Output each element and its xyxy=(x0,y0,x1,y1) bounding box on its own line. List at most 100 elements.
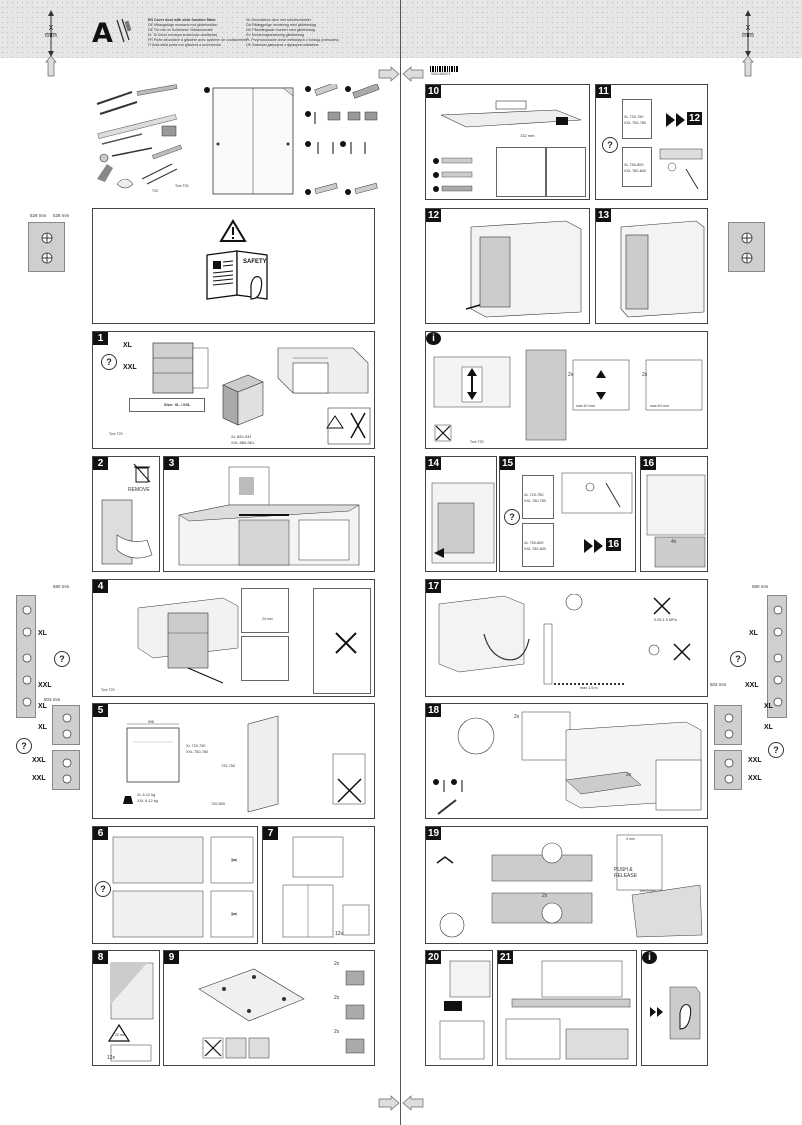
count-2x-k: 2x xyxy=(542,893,548,899)
side-bracket-xxl-left xyxy=(52,750,80,790)
dim-22: 22 mm xyxy=(115,1033,126,1037)
side-bracket-xxl-right xyxy=(714,750,742,790)
weight-xxl: XXL 6-12 kg xyxy=(137,799,158,803)
safety-label: SAFETY xyxy=(243,259,267,265)
step-number: 17 xyxy=(426,580,441,593)
lang-line: DA Pålæggelige montering med glidebeslag xyxy=(246,23,316,27)
dim-528-right: 528 mm xyxy=(53,213,70,218)
side-rail-left xyxy=(16,595,36,718)
step-1-panel: 1 ? XL XXL Size: XL / XXL XL 820-931 XXL… xyxy=(92,331,375,449)
lang-line: PL Przymocowanie drzwi meblowych z funkc… xyxy=(246,38,339,42)
step-number: 21 xyxy=(498,951,513,964)
xl-range-a: XL 720-750 xyxy=(186,744,206,748)
appliance-3d xyxy=(222,374,264,426)
xxl-right-1: XXL xyxy=(745,682,759,689)
hinge-adjust-2 xyxy=(561,472,633,514)
count-2x-g: 2x xyxy=(568,372,574,378)
adjust-detail-illustration xyxy=(525,349,703,441)
template-mount-illustration xyxy=(282,836,370,938)
cabinet-d xyxy=(522,523,554,567)
hinge-icon xyxy=(62,758,72,784)
step-number: 12 xyxy=(426,209,441,222)
svg-text:✂: ✂ xyxy=(231,856,238,865)
cabinet-c xyxy=(522,475,554,519)
step-number: 20 xyxy=(426,951,441,964)
count-2x-h: 2x xyxy=(642,372,648,378)
strip-install-illustration xyxy=(436,834,703,938)
lang-line: DE Tür-mit-rm Schiebetor Gleitautomatik xyxy=(148,28,213,32)
max-8-a: max 8.0 mm xyxy=(576,404,596,408)
hinge-icon xyxy=(741,232,753,264)
xxl-range-f: XXL 780-840 xyxy=(524,547,547,551)
count-2x-c: 2x xyxy=(334,995,340,1001)
question-circle-icon: ? xyxy=(504,509,520,525)
remove-film-illustration xyxy=(101,499,153,565)
step-15-panel: 15 ? XL 720-750 XXL 750-780 XL 750-800 X… xyxy=(499,456,636,572)
info-icon: i xyxy=(426,332,441,345)
hinge-icon xyxy=(724,758,734,784)
step-number: 5 xyxy=(93,704,108,717)
xl-range-f: XL 750-800 xyxy=(524,541,544,545)
step-13-panel: 13 xyxy=(595,208,708,324)
cabinet-a xyxy=(622,99,652,139)
torx-label-1: Torx T20 xyxy=(175,184,189,188)
adjust-height-illustration xyxy=(433,356,511,408)
x-label-left: X xyxy=(48,25,54,32)
step-number: 6 xyxy=(93,827,108,840)
side-bracket-diagram-top-right xyxy=(728,222,765,272)
step-number: 4 xyxy=(93,580,108,593)
question-circle-icon: ? xyxy=(16,738,32,754)
lang-list-1: EN Cover door with slide function fitted… xyxy=(148,18,247,48)
install-appliance-illustration xyxy=(137,597,239,684)
xxl-size-range: XXL 860-961 xyxy=(231,440,255,445)
count-4x: 4x xyxy=(671,539,677,545)
question-circle-icon: ? xyxy=(602,137,618,153)
side-rail-right xyxy=(767,595,787,718)
xl-label: XL xyxy=(123,342,132,349)
lang-line: UK Зовнішні дверцята з функцією ковзання xyxy=(246,43,319,47)
step-2-panel: 2 REMOVE xyxy=(92,456,160,572)
goto-step-12[interactable]: 12 xyxy=(687,112,702,125)
plinth-strip-illustration xyxy=(505,960,631,1060)
height-arrow-left xyxy=(45,10,57,77)
push-appliance-illustration xyxy=(431,482,495,564)
dim-4mm: 4 mm xyxy=(626,837,635,841)
size-tag-label: Size: XL / XXL xyxy=(164,402,191,407)
safety-panel: SAFETY xyxy=(92,208,375,324)
count-12x-b: 12x xyxy=(107,1055,116,1061)
height-arrow-right xyxy=(742,10,754,77)
measure-door-illustration xyxy=(440,100,582,128)
lang-line: NO Påsettingsdør montert med glidebeslag xyxy=(246,28,315,32)
step-number: 13 xyxy=(596,209,611,222)
side-bracket-xl-right xyxy=(714,705,742,745)
lang-line: EN Cover door with slide function fitted xyxy=(148,18,216,22)
rail-holes xyxy=(773,605,783,707)
dim-720-750: 720-750 xyxy=(221,764,235,768)
fix-appliance-illustration xyxy=(457,711,702,811)
step-16-panel: 16 4x xyxy=(640,456,708,572)
xxl-range-a: XXL 750-780 xyxy=(186,750,209,754)
parts-list xyxy=(305,84,380,195)
step-number: 10 xyxy=(426,85,441,98)
dishwasher-illustration xyxy=(152,342,209,394)
xl-size-range: XL 820-931 xyxy=(231,434,252,439)
question-circle-icon: ? xyxy=(768,742,784,758)
weight-xl: XL 6-12 kg xyxy=(137,793,156,797)
xl-left-2: XL xyxy=(38,703,47,710)
step-number: 3 xyxy=(164,457,179,470)
count-2x-j: 2x xyxy=(626,772,632,778)
dim-132: 132 mm xyxy=(520,133,535,138)
goto-step-16[interactable]: 16 xyxy=(606,538,621,551)
dim-528-left: 528 mm xyxy=(30,213,47,218)
water-connection-illustration xyxy=(438,594,691,685)
dim-580-right: 580 mm xyxy=(752,584,769,589)
hand-pointing-icon xyxy=(669,986,701,1040)
svg-text:T20: T20 xyxy=(152,189,158,193)
plinth-illustration xyxy=(439,960,491,1060)
xl-right-1: XL xyxy=(749,630,758,637)
detail-drill-a xyxy=(496,147,546,197)
screw-list xyxy=(433,157,473,192)
question-circle-icon: ? xyxy=(730,651,746,667)
step-11-panel: 11 ? XL 720-750 XXL 750-780 12 XL 750-80… xyxy=(595,84,708,200)
dim-min-5: min 5 mm xyxy=(640,889,656,893)
